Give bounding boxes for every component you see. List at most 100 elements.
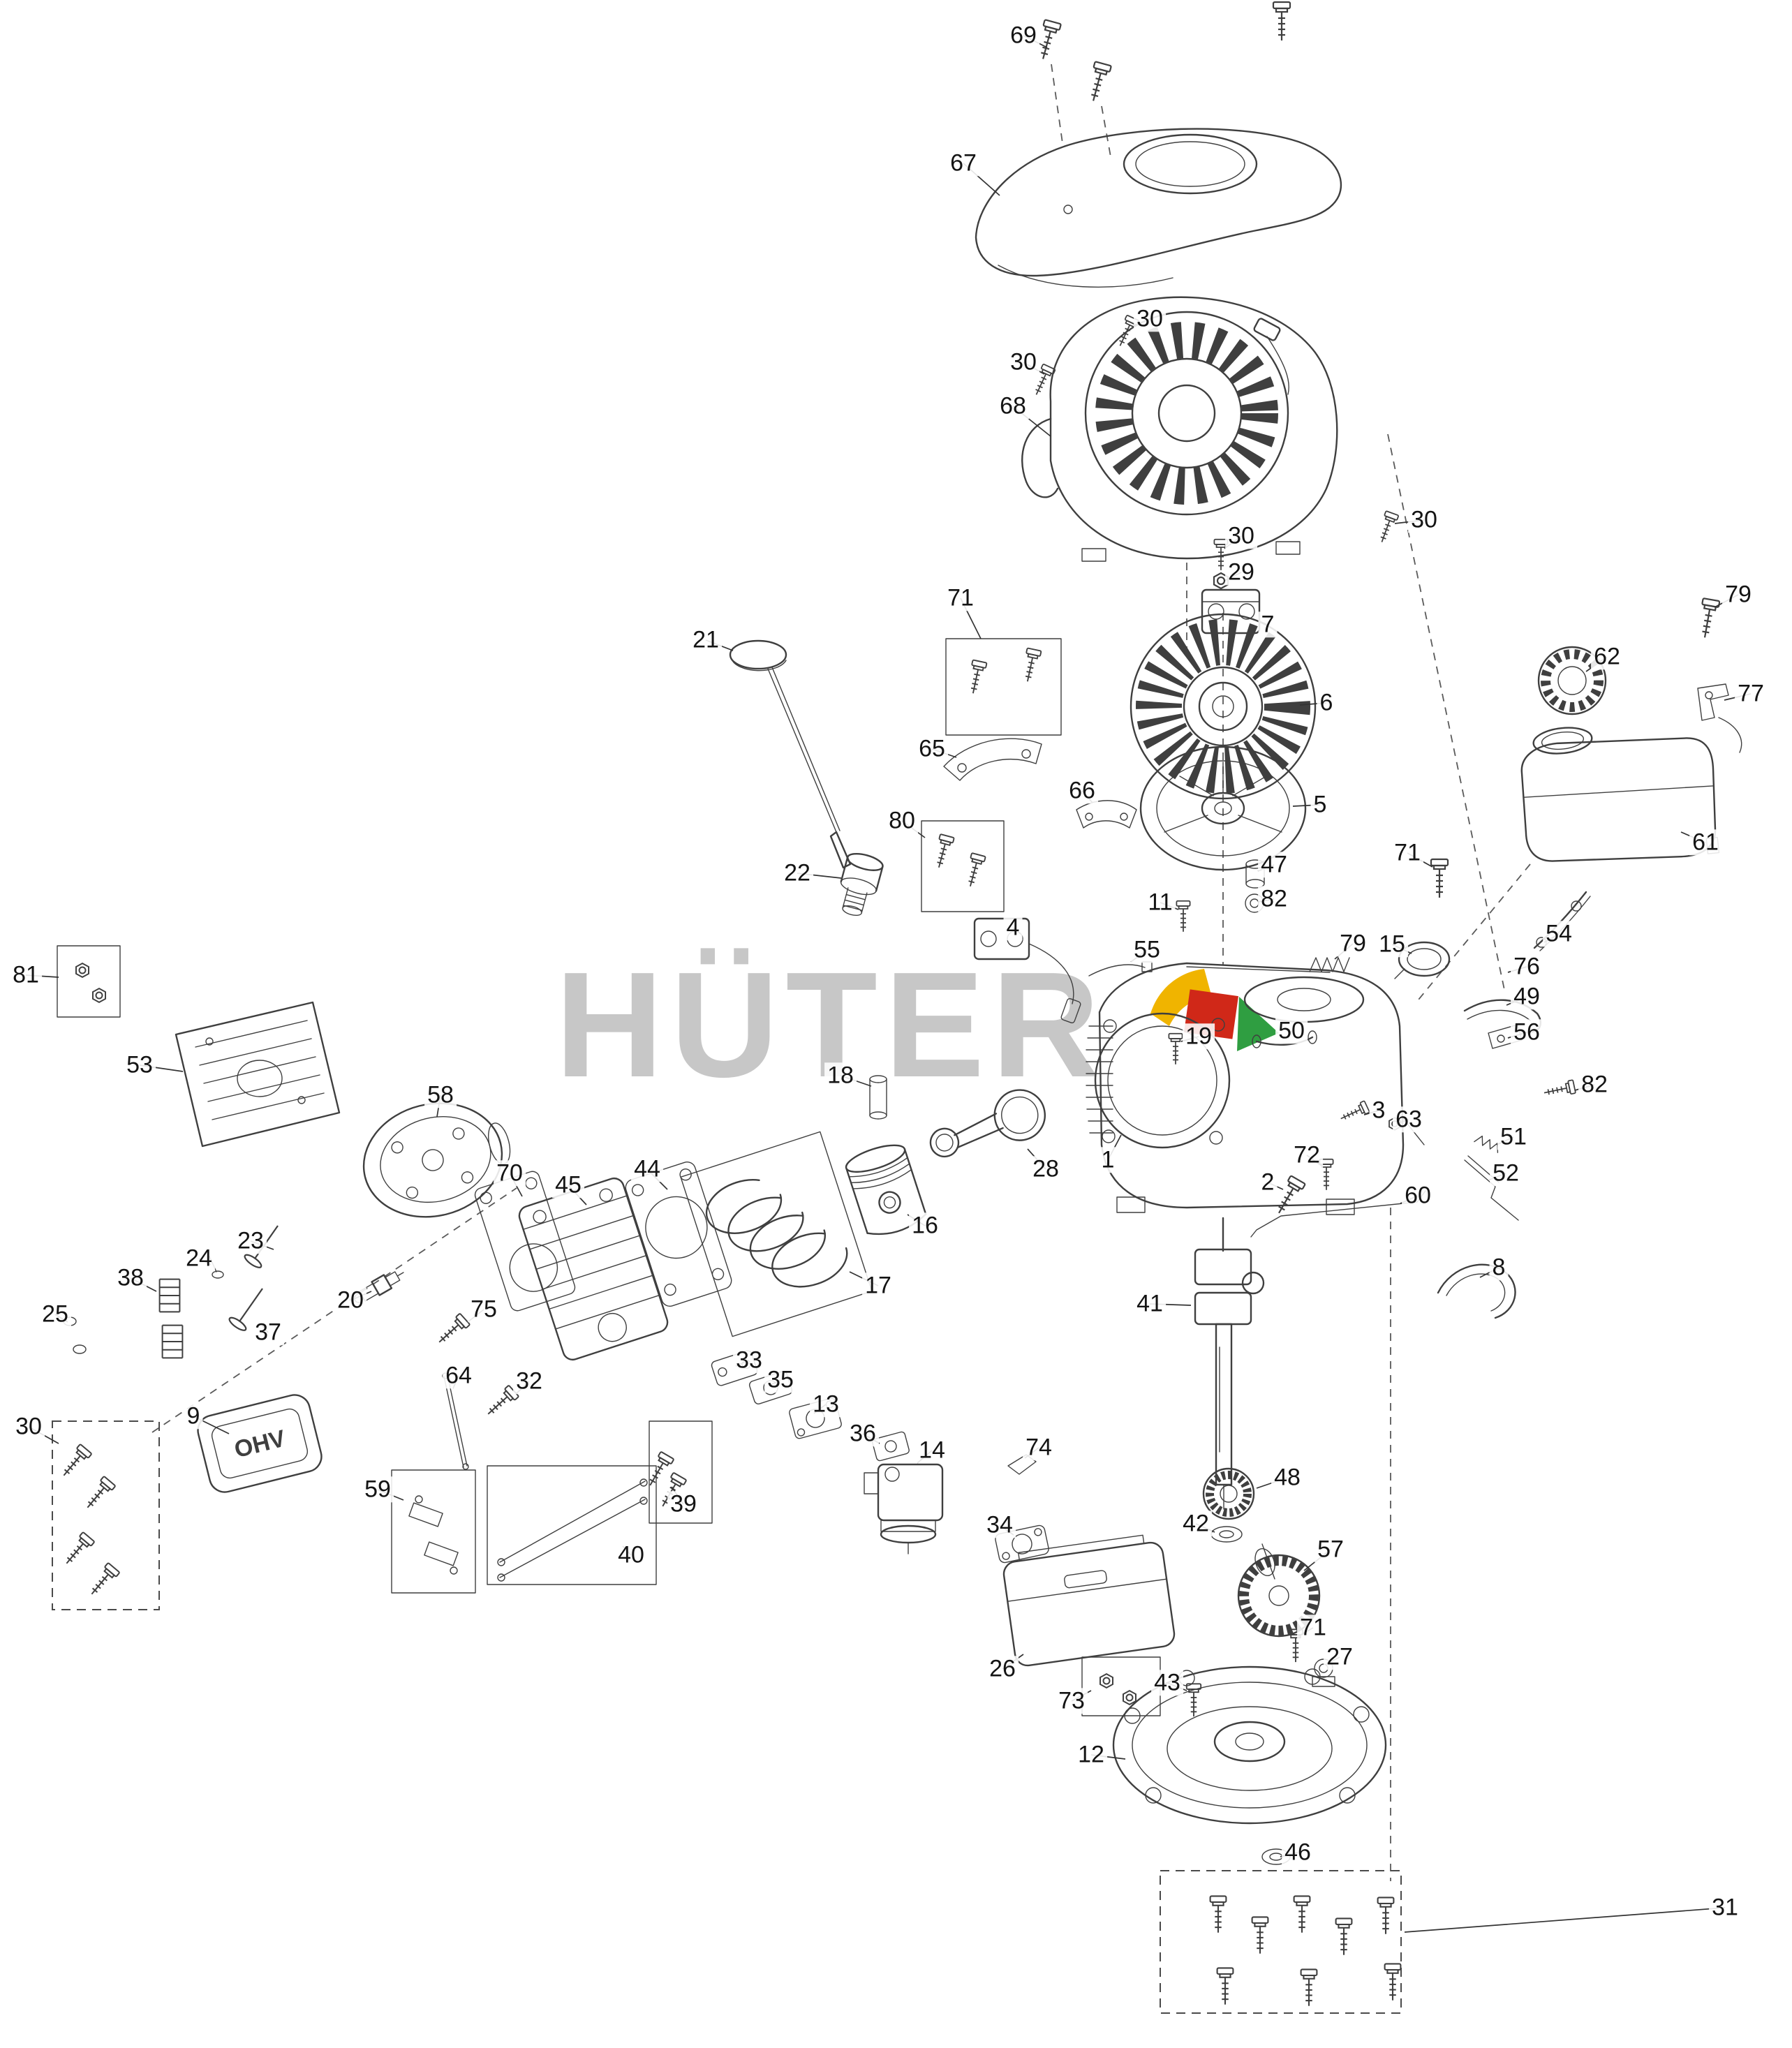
part-number-label: 30 <box>1134 305 1166 332</box>
part-number-label: 18 <box>824 1062 857 1089</box>
part-number-label: 52 <box>1490 1159 1522 1187</box>
throttle-bracket <box>1007 1454 1037 1475</box>
part-number-label: 24 <box>183 1245 215 1272</box>
part-number-label: 31 <box>1709 1894 1741 1921</box>
part-number-label: 44 <box>631 1155 663 1182</box>
part-number-label: 32 <box>513 1367 545 1395</box>
part-number-label: 76 <box>1511 953 1543 980</box>
part-number-label: 59 <box>362 1476 394 1503</box>
part-number-label: 33 <box>733 1346 765 1374</box>
part-number-label: 5 <box>1310 791 1330 818</box>
part-number-label: 25 <box>39 1300 71 1328</box>
part-number-label: 57 <box>1315 1536 1347 1563</box>
rocker-guide-plate <box>391 1469 476 1594</box>
part-number-label: 65 <box>916 735 948 762</box>
part-number-label: 51 <box>1497 1123 1530 1150</box>
part-number-label: 28 <box>1030 1155 1062 1182</box>
oil-pan <box>1112 1665 1387 1825</box>
part-number-label: 63 <box>1393 1106 1425 1133</box>
part-number-label: 41 <box>1134 1290 1166 1317</box>
part-number-label: 13 <box>810 1390 842 1418</box>
part-number-label: 38 <box>114 1264 147 1291</box>
governor-linkage <box>1250 1135 1519 1238</box>
part-number-label: 16 <box>909 1212 941 1239</box>
part-number-label: 12 <box>1075 1741 1107 1768</box>
part-number-label: 42 <box>1180 1510 1212 1537</box>
part-number-label: 22 <box>781 859 813 886</box>
part-number-label: 11 <box>1145 889 1176 916</box>
part-number-label: 46 <box>1282 1839 1314 1866</box>
muffler-heat-shield <box>175 1001 341 1148</box>
part-number-label: 48 <box>1271 1464 1303 1491</box>
part-number-label: 66 <box>1066 777 1098 804</box>
part-number-label: 79 <box>1722 581 1754 608</box>
camshaft <box>1237 1543 1321 1638</box>
part-number-label: 61 <box>1689 829 1721 856</box>
push-rods-set <box>487 1465 657 1585</box>
oil-fill-plug <box>840 852 884 917</box>
carburetor <box>864 1463 944 1554</box>
piston-rings <box>680 1131 873 1337</box>
part-number-label: 79 <box>1337 930 1369 957</box>
part-number-label: 81 <box>10 961 42 988</box>
part-number-label: 43 <box>1151 1669 1183 1696</box>
part-number-label: 80 <box>886 807 918 834</box>
breather-hose <box>1252 1030 1317 1048</box>
part-number-label: 64 <box>443 1362 475 1389</box>
part-number-label: 75 <box>468 1296 500 1323</box>
part-number-label: 14 <box>916 1437 948 1464</box>
part-number-label: 71 <box>1297 1614 1329 1641</box>
part-number-label: 17 <box>862 1272 894 1299</box>
part-number-label: 36 <box>847 1420 879 1447</box>
part-number-label: 71 <box>945 584 977 611</box>
fan-housing <box>1021 296 1338 562</box>
part-number-label: 8 <box>1489 1254 1509 1281</box>
part-number-label: 53 <box>124 1051 156 1078</box>
part-number-label: 30 <box>1225 522 1257 549</box>
part-number-label: 55 <box>1131 936 1163 963</box>
part-number-label: 74 <box>1023 1434 1055 1461</box>
part-number-label: 37 <box>252 1319 284 1346</box>
part-number-label: 30 <box>1408 506 1440 533</box>
part-number-label: 15 <box>1376 930 1408 958</box>
part-number-label: 6 <box>1317 689 1336 716</box>
part-number-label: 49 <box>1511 983 1543 1010</box>
part-number-label: 73 <box>1056 1687 1088 1714</box>
part-number-label: 68 <box>997 392 1029 420</box>
crankcase-block <box>1086 962 1425 1215</box>
part-number-label: 60 <box>1402 1182 1434 1209</box>
part-number-label: 40 <box>615 1541 647 1568</box>
part-number-label: 27 <box>1324 1643 1356 1670</box>
part-number-label: 70 <box>494 1159 526 1187</box>
connecting-rod <box>929 1089 1046 1158</box>
flywheel-fan <box>1130 613 1317 800</box>
part-number-label: 30 <box>1007 348 1039 376</box>
part-number-label: 69 <box>1007 22 1039 49</box>
part-number-label: 21 <box>690 626 722 653</box>
part-number-label: 7 <box>1258 611 1278 638</box>
part-number-label: 9 <box>184 1402 203 1430</box>
part-number-label: 4 <box>1003 914 1023 941</box>
top-cover <box>975 128 1342 288</box>
part-number-label: 82 <box>1258 885 1290 912</box>
part-number-label: 58 <box>424 1081 457 1108</box>
tank-bracket <box>1697 683 1742 753</box>
part-number-label: 77 <box>1735 680 1767 707</box>
part-number-label: 30 <box>13 1413 45 1440</box>
part-number-label: 47 <box>1258 851 1290 878</box>
part-number-label: 19 <box>1183 1023 1215 1050</box>
crankshaft <box>1194 1217 1265 1510</box>
part-number-label: 67 <box>947 149 979 177</box>
part-number-label: 50 <box>1275 1017 1308 1044</box>
construction-lines <box>151 64 1531 1881</box>
part-number-label: 62 <box>1591 643 1623 670</box>
flywheel <box>1139 745 1307 871</box>
leader-line <box>1404 1907 1726 1933</box>
timing-gear <box>1202 1467 1255 1520</box>
part-number-label: 23 <box>235 1227 267 1254</box>
part-number-label: 45 <box>552 1171 584 1199</box>
part-number-label: 39 <box>667 1490 699 1518</box>
